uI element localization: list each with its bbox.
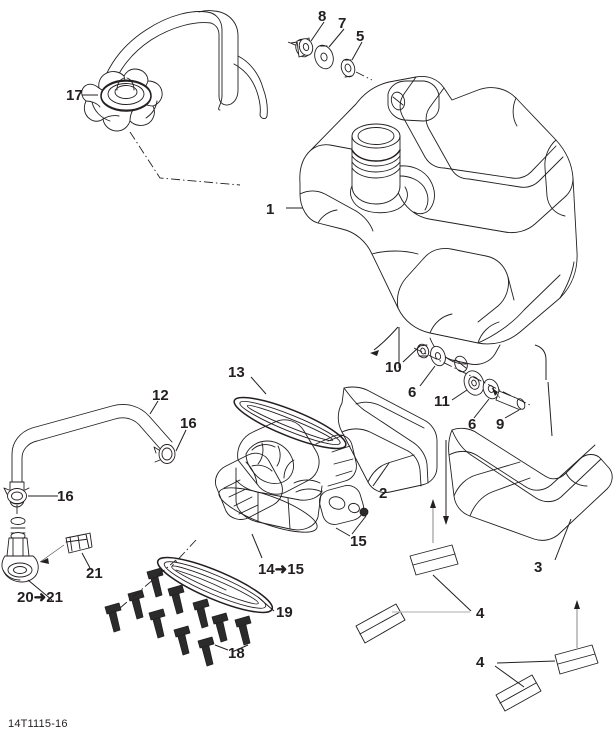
tank-filler-neck bbox=[350, 123, 435, 215]
screws-18 bbox=[104, 567, 252, 667]
callout-13: 13 bbox=[228, 364, 245, 381]
callout-3: 3 bbox=[534, 559, 542, 576]
pad-4-b bbox=[355, 603, 406, 644]
callout-4-upper: 4 bbox=[476, 605, 485, 622]
callout-19: 19 bbox=[276, 604, 293, 621]
screw-18-3 bbox=[167, 584, 185, 615]
screw-18-4 bbox=[148, 608, 166, 639]
grommet-11 bbox=[463, 370, 485, 396]
figure-caption: 14T1115-16 bbox=[8, 718, 68, 730]
callout-15: 15 bbox=[350, 533, 367, 550]
callout-5: 5 bbox=[356, 28, 364, 45]
washer-7 bbox=[314, 44, 334, 70]
retainer-clip-21 bbox=[65, 532, 93, 554]
callout-14-15: 14➜15 bbox=[258, 561, 304, 578]
callout-9: 9 bbox=[496, 416, 504, 433]
screw-18-6 bbox=[173, 625, 191, 656]
callout-16-upper: 16 bbox=[180, 415, 197, 432]
tank-mount-hardware-top: 8 7 5 bbox=[287, 8, 373, 81]
pad-4-a bbox=[409, 544, 459, 576]
hose-clamp-16-upper bbox=[153, 444, 176, 464]
screw-15 bbox=[359, 507, 369, 517]
screw-18-7 bbox=[211, 612, 229, 643]
hose-clamp-16-lower bbox=[3, 487, 30, 504]
callout-11: 11 bbox=[434, 393, 450, 410]
callout-12: 12 bbox=[152, 387, 169, 404]
callout-4-lower: 4 bbox=[476, 654, 485, 671]
fuel-hose-12: 12 bbox=[9, 387, 173, 508]
tank-mount-hardware-bottom: 10 6 11 6 bbox=[385, 343, 533, 433]
screw-18-10 bbox=[104, 602, 122, 633]
callout-18: 18 bbox=[228, 645, 245, 662]
screw-18-8 bbox=[197, 636, 215, 667]
callout-10: 10 bbox=[385, 359, 402, 376]
o-ring-13 bbox=[233, 396, 347, 450]
callout-16-lower: 16 bbox=[57, 488, 74, 505]
tank-mount-boss-top bbox=[387, 80, 440, 122]
screw-18-2 bbox=[127, 589, 145, 620]
screw-18-9 bbox=[234, 615, 252, 646]
fuel-tank-cap-group: 17 bbox=[66, 10, 268, 186]
fuel-tank: 1 bbox=[266, 76, 578, 373]
callout-6-left: 6 bbox=[408, 384, 416, 401]
callout-8: 8 bbox=[318, 8, 326, 25]
protector-3: 3 bbox=[448, 344, 613, 576]
protector-2: 2 bbox=[337, 386, 438, 502]
fuel-pump-gasket-19 bbox=[156, 556, 274, 614]
fuel-pump-module bbox=[215, 419, 364, 533]
callout-7: 7 bbox=[338, 15, 346, 32]
pad-4-c bbox=[554, 644, 599, 675]
callout-21: 21 bbox=[86, 565, 103, 582]
callout-6-right: 6 bbox=[468, 416, 476, 433]
callout-2: 2 bbox=[379, 485, 387, 502]
adhesive-pads-4-lower: 4 bbox=[476, 600, 599, 712]
adhesive-pads-4-upper: 4 bbox=[355, 544, 485, 644]
screw-18-5 bbox=[192, 598, 210, 629]
pad-4-d bbox=[495, 674, 542, 712]
callout-20-21: 20➜21 bbox=[17, 589, 63, 606]
nut-8 bbox=[290, 37, 314, 58]
grommet-5 bbox=[340, 58, 356, 78]
nut-10 bbox=[416, 343, 430, 359]
callout-1: 1 bbox=[266, 201, 274, 218]
callout-17: 17 bbox=[66, 87, 83, 104]
quick-connector-20 bbox=[1, 517, 39, 583]
washer-6-left bbox=[430, 345, 446, 367]
screw-18-1 bbox=[146, 567, 164, 598]
